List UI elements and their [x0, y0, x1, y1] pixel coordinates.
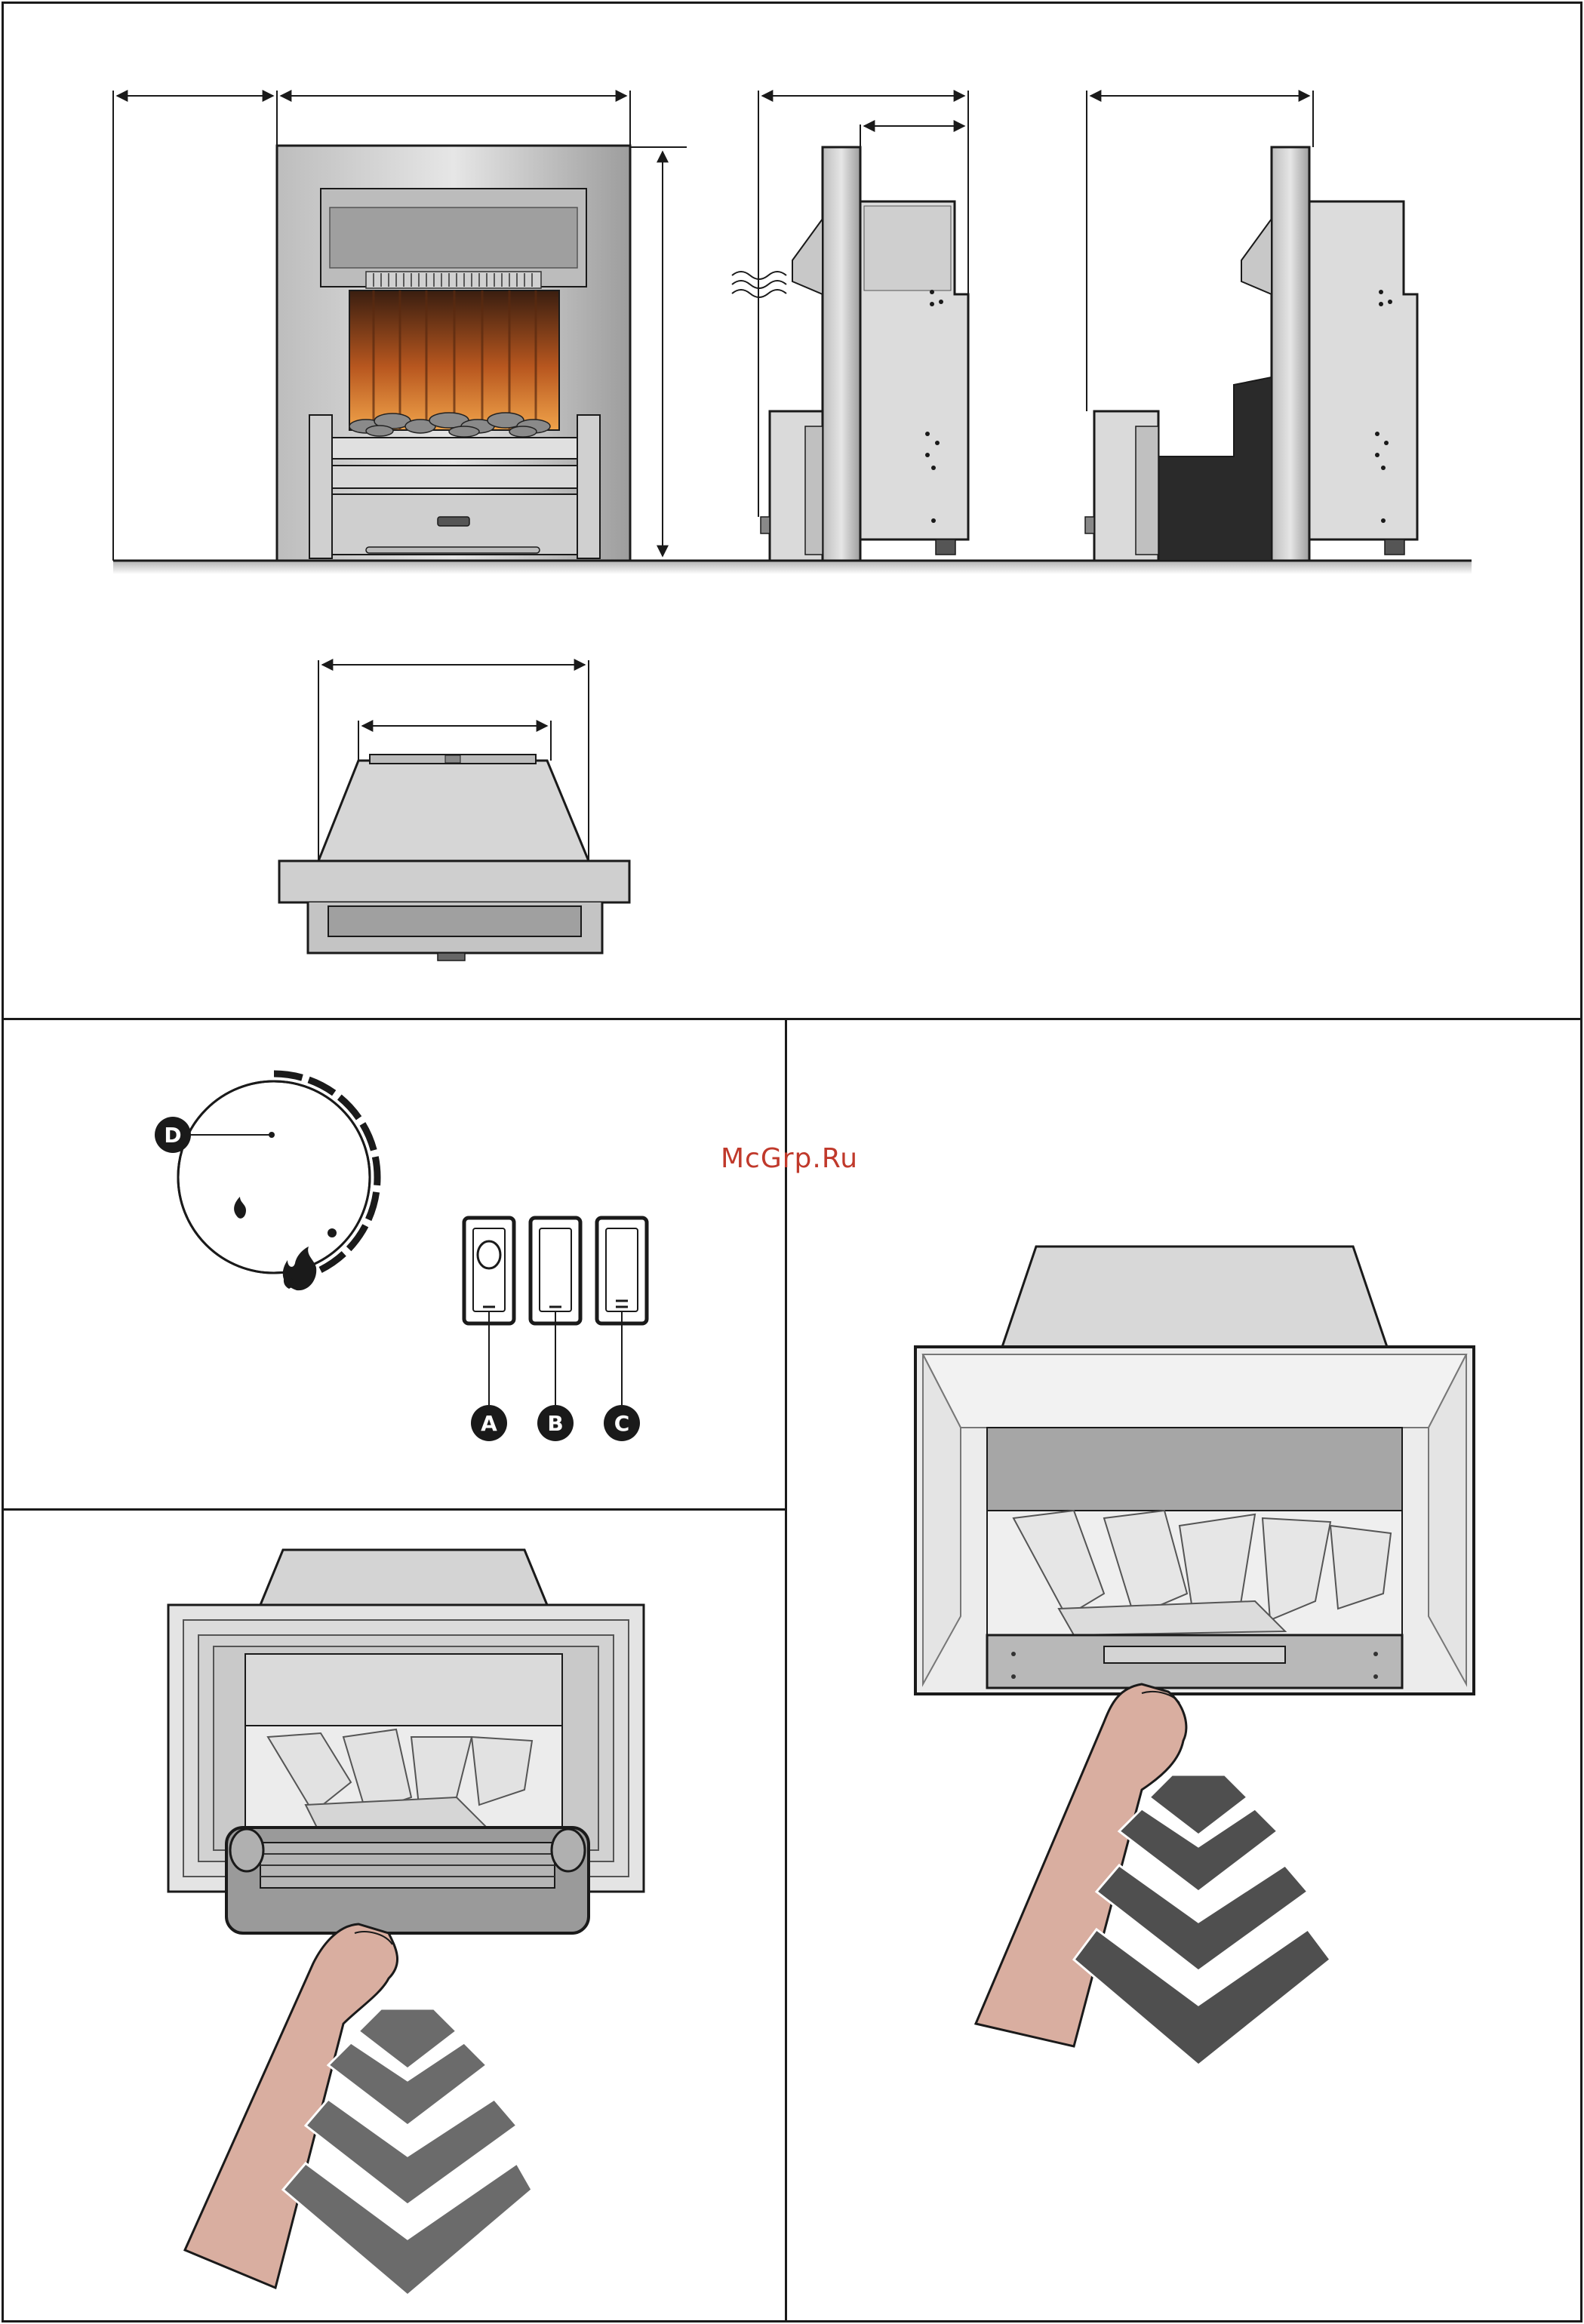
- dimension-views-svg: [4, 4, 1580, 1018]
- switch-b: [531, 1218, 580, 1323]
- heater-grille: [366, 272, 541, 288]
- side-view-fire: [732, 147, 968, 561]
- front-view-fire: [277, 146, 630, 561]
- control-door-handle: [438, 517, 469, 526]
- fuel-bed-pebbles: [349, 413, 550, 437]
- dimension-views-panel: [2, 2, 1582, 1020]
- remove-fret-panel: [2, 1508, 787, 2322]
- callout-b: B: [537, 1405, 574, 1441]
- floor-shadow: [113, 561, 1472, 574]
- callout-b-label: B: [547, 1411, 563, 1436]
- remove-fret-svg: [4, 1511, 785, 2320]
- thermostat-dial: [174, 1074, 377, 1276]
- watermark: McGrp.Ru: [721, 1143, 858, 1174]
- controls-panel: D: [2, 1018, 787, 1511]
- switch-c: [597, 1218, 647, 1323]
- callout-d: D: [155, 1117, 191, 1153]
- callout-c: C: [604, 1405, 640, 1441]
- top-view-fire: [279, 755, 629, 961]
- switch-a: [464, 1218, 514, 1323]
- callout-d-label: D: [164, 1123, 181, 1148]
- flame-large-icon: [283, 1247, 316, 1290]
- controls-svg: D: [4, 1020, 785, 1508]
- remove-tray-svg: [787, 1020, 1580, 2320]
- fire-front-without-fret: [915, 1247, 1474, 1694]
- flame-small-icon: [234, 1197, 246, 1219]
- fire-front-with-fret: [168, 1550, 644, 1933]
- callout-a: A: [471, 1405, 507, 1441]
- callout-c-label: C: [614, 1411, 630, 1436]
- side-view-fire-installed: [1085, 147, 1417, 561]
- callout-a-label: A: [481, 1411, 497, 1436]
- remove-tray-panel: [785, 1018, 1582, 2322]
